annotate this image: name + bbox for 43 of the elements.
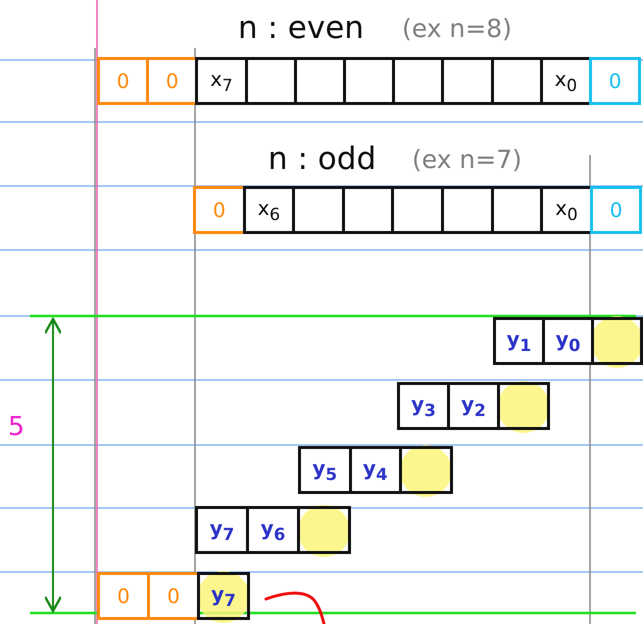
cell-value: y$_{7}$ <box>211 582 236 610</box>
cell-value: 0 <box>166 69 179 93</box>
array-cell <box>292 186 345 234</box>
cell-value: y$_{4}$ <box>362 456 388 484</box>
cell-value: y$_{6}$ <box>260 516 286 544</box>
cell-value: x$_{0}$ <box>555 196 578 224</box>
array-cell <box>391 186 444 234</box>
cell-value: y$_{5}$ <box>312 456 338 484</box>
array-cell <box>193 186 246 234</box>
cell-value: 0 <box>167 584 180 608</box>
array-cell <box>195 506 249 554</box>
array-cell <box>397 382 450 430</box>
row-heading: (ex n=7) <box>412 145 522 174</box>
array-cell <box>246 506 300 554</box>
cell-value: 0 <box>608 69 622 93</box>
array-cell <box>590 186 642 234</box>
row-heading: n : even <box>238 10 364 46</box>
cell-value: 0 <box>116 69 130 93</box>
cell-value: 0 <box>117 584 130 608</box>
cell-value: y$_{3}$ <box>411 392 436 420</box>
cell-value: y$_{1}$ <box>506 327 532 355</box>
dimension-label: 5 <box>8 412 25 442</box>
array-cell <box>540 186 593 234</box>
row-heading: n : odd <box>268 141 376 177</box>
array-cell <box>589 57 642 105</box>
cell-value: y$_{0}$ <box>556 327 580 355</box>
cell-value: 0 <box>212 198 226 222</box>
row-heading: (ex n=8) <box>402 14 512 43</box>
array-cell <box>147 572 200 620</box>
array-cell <box>298 446 352 494</box>
array-cell <box>97 572 150 620</box>
array-cell <box>195 57 248 105</box>
cell-value: y$_{7}$ <box>210 516 234 544</box>
cell-value: 0 <box>610 198 622 222</box>
cell-value: y$_{2}$ <box>461 392 486 420</box>
cell-value: x$_{7}$ <box>210 67 233 95</box>
array-cell <box>493 317 545 365</box>
array-cell <box>441 186 494 234</box>
cell-value: x$_{6}$ <box>258 196 280 224</box>
array-cell <box>542 317 594 365</box>
cell-value: x$_{0}$ <box>554 67 578 95</box>
array-cell <box>447 382 500 430</box>
array-cell <box>441 57 494 105</box>
